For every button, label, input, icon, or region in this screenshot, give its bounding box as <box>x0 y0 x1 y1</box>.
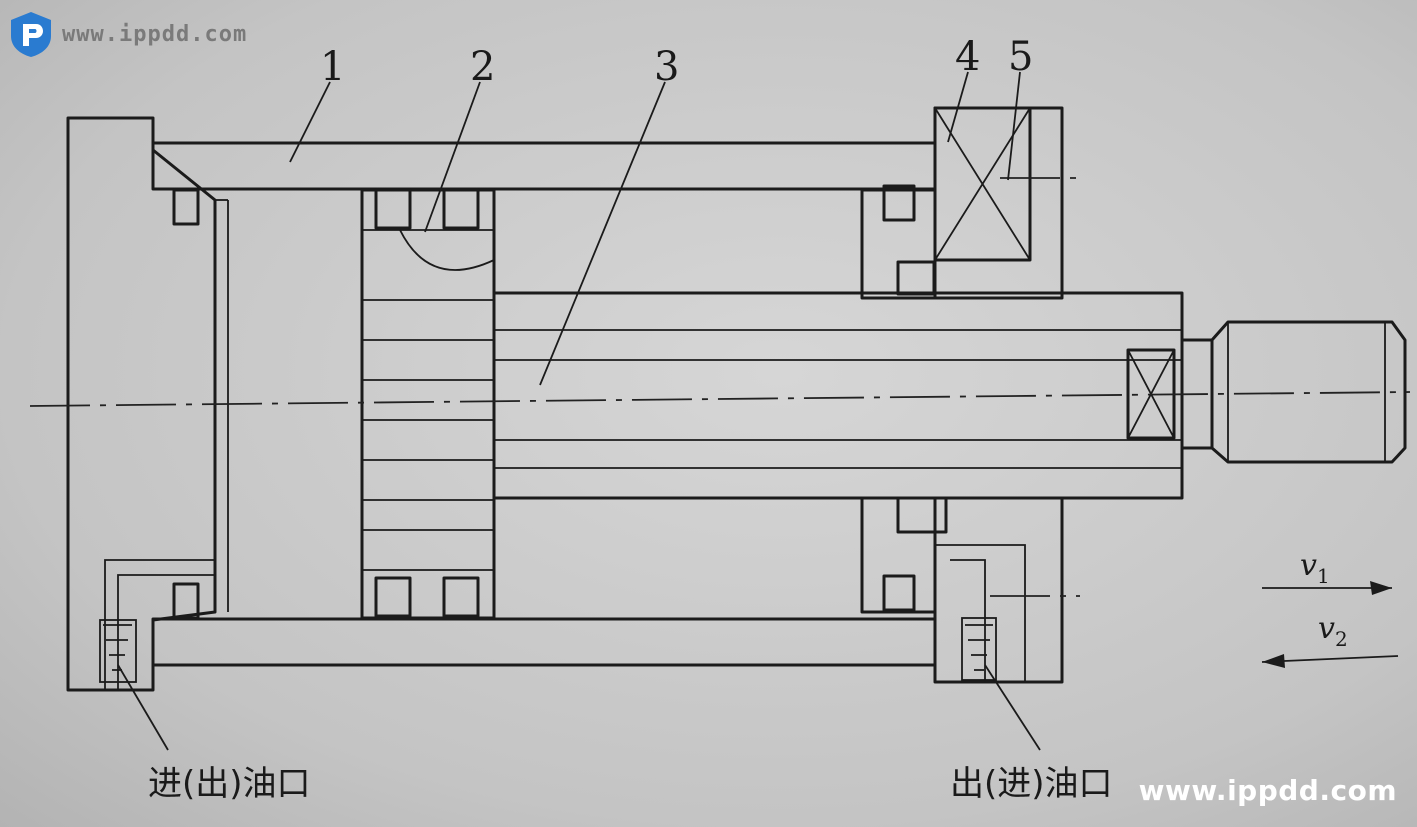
part-label-2: 2 <box>470 44 495 90</box>
logo-icon <box>11 12 51 57</box>
leader-lines <box>117 71 1041 751</box>
velocity-2-arrow <box>1261 655 1399 663</box>
front-gland <box>860 106 1064 684</box>
velocity-2-label: v2 <box>1318 611 1348 651</box>
part-label-1: 1 <box>320 44 345 90</box>
watermark-bottom: www.ippdd.com <box>1138 774 1397 807</box>
rear-end-cap <box>66 116 229 692</box>
port-label-right: 出(进)油口 <box>950 764 1113 804</box>
arrow-right-icon <box>1370 581 1392 595</box>
part-label-3: 3 <box>654 44 679 90</box>
part-label-4: 4 <box>955 34 980 80</box>
cylinder-barrel <box>151 141 937 667</box>
arrow-left-icon <box>1262 654 1285 668</box>
site-logo: www.ippdd.com <box>8 10 247 58</box>
piston-rod <box>492 291 1407 500</box>
velocity-indicator: v1 v2 <box>1261 548 1399 668</box>
part-label-5: 5 <box>1008 34 1033 80</box>
rear-seals <box>172 188 200 620</box>
axis-centerline <box>29 391 1411 407</box>
watermark-top-text: www.ippdd.com <box>62 21 248 47</box>
velocity-1-label: v1 <box>1300 548 1330 588</box>
piston <box>360 188 496 620</box>
port-label-left: 进(出)油口 <box>148 764 311 804</box>
